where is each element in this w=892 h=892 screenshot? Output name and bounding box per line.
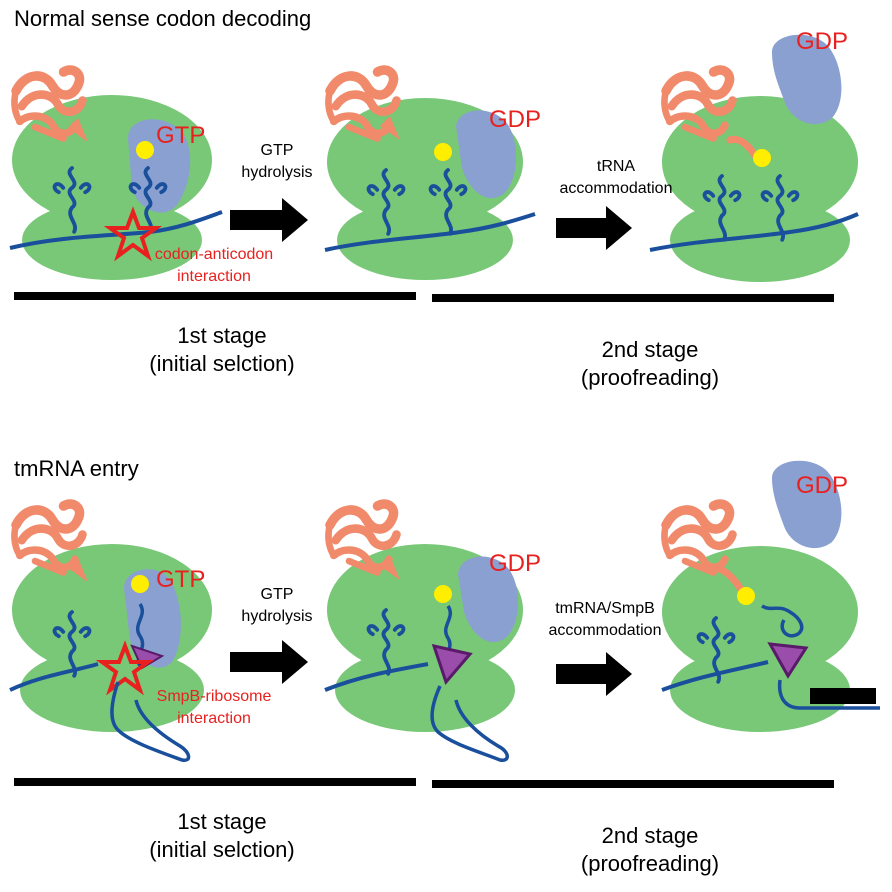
top-arrow1-icon bbox=[230, 198, 308, 242]
mrna-line bbox=[9, 662, 99, 692]
bottom-panel3-scene bbox=[661, 460, 880, 732]
stage2-line2: (proofreading) bbox=[580, 365, 720, 390]
bottom-panel3-factor-label: GDP bbox=[796, 472, 849, 499]
gtp-ball-icon bbox=[753, 149, 771, 167]
bottom-arrow1-icon bbox=[230, 640, 308, 684]
tmrna-loop bbox=[777, 679, 880, 710]
arrow2-line2: accommodation bbox=[548, 622, 662, 639]
tmrna-loop bbox=[110, 681, 191, 762]
top-arrow1-label: GTP hydrolysis bbox=[222, 140, 332, 184]
bottom-stage1-bar bbox=[14, 778, 416, 786]
top-panel2-factor-label: GDP bbox=[489, 106, 542, 133]
stage1-line1: 1st stage bbox=[177, 323, 267, 348]
mrna-line bbox=[661, 660, 769, 692]
smpb-icon bbox=[767, 642, 809, 679]
arrow2-line1: tmRNA/SmpB bbox=[555, 600, 655, 617]
tag-peptide-bar bbox=[810, 688, 876, 704]
stage1-line2: (initial selction) bbox=[149, 837, 295, 862]
ribosome-small-subunit bbox=[335, 648, 515, 732]
top-panel2-scene bbox=[324, 70, 536, 280]
tmrna-loop bbox=[430, 685, 509, 762]
gtp-ball-icon bbox=[737, 587, 755, 605]
bottom-panel2-scene bbox=[324, 504, 523, 762]
interaction-line1: codon-anticodon bbox=[154, 246, 274, 263]
bottom-stage2-label: 2nd stage (proofreading) bbox=[560, 822, 740, 878]
bottom-interaction-label: SmpB-ribosome interaction bbox=[150, 686, 278, 730]
peptide-stem bbox=[380, 116, 400, 140]
interaction-line1: SmpB-ribosome bbox=[156, 688, 272, 705]
mrna-line bbox=[324, 212, 536, 252]
interaction-line2: interaction bbox=[177, 710, 251, 727]
stage1-line2: (initial selction) bbox=[149, 351, 295, 376]
smpb-ribosome-star-icon bbox=[95, 640, 155, 696]
bottom-panel1-factor-label: GTP bbox=[156, 566, 206, 593]
stage2-line2: (proofreading) bbox=[580, 851, 720, 876]
interaction-line2: interaction bbox=[177, 268, 251, 285]
peptide-stem bbox=[68, 118, 88, 142]
gtp-ball-icon bbox=[131, 575, 149, 593]
ribosome-small-subunit bbox=[22, 200, 202, 280]
arrow1-line1: GTP bbox=[260, 142, 294, 159]
peptide-stem bbox=[380, 556, 400, 580]
arrow1-line2: hydrolysis bbox=[241, 608, 313, 625]
codon-anticodon-star-icon bbox=[103, 206, 163, 262]
top-panel1-factor-label: GTP bbox=[156, 122, 206, 149]
top-stage1-label: 1st stage (initial selction) bbox=[112, 322, 332, 378]
mrna-line bbox=[9, 210, 223, 250]
bottom-section-title: tmRNA entry bbox=[14, 456, 139, 481]
top-stage1-bar bbox=[14, 292, 416, 300]
mrna-line bbox=[324, 662, 429, 692]
top-stage2-label: 2nd stage (proofreading) bbox=[560, 336, 740, 392]
arrow1-line1: GTP bbox=[260, 586, 294, 603]
ef-tu-icon bbox=[772, 34, 842, 125]
arrow2-line1: tRNA bbox=[596, 158, 636, 175]
top-panel3-scene bbox=[649, 34, 859, 282]
bottom-arrow1-label: GTP hydrolysis bbox=[222, 584, 332, 628]
stage2-line1: 2nd stage bbox=[601, 823, 699, 848]
top-panel3-factor-label: GDP bbox=[796, 28, 849, 55]
top-arrow2-icon bbox=[556, 206, 632, 250]
stage2-line1: 2nd stage bbox=[601, 337, 699, 362]
arrow2-line2: accommodation bbox=[559, 180, 673, 197]
gtp-ball-icon bbox=[434, 585, 452, 603]
top-panel1-scene bbox=[9, 70, 223, 280]
tmrna-strand bbox=[761, 604, 804, 638]
bottom-stage1-label: 1st stage (initial selction) bbox=[112, 808, 332, 864]
bottom-panel2-factor-label: GDP bbox=[489, 550, 542, 577]
bottom-stage2-bar bbox=[432, 780, 834, 788]
bottom-panel1-scene bbox=[9, 504, 212, 762]
ribosome-small-subunit bbox=[337, 200, 513, 280]
bottom-arrow2-label: tmRNA/SmpB accommodation bbox=[520, 598, 690, 642]
peptide-stem bbox=[68, 558, 88, 582]
ribosome-large-subunit bbox=[662, 546, 858, 678]
stage1-line1: 1st stage bbox=[177, 809, 267, 834]
arrow1-line2: hydrolysis bbox=[241, 164, 313, 181]
gtp-ball-icon bbox=[136, 141, 154, 159]
top-section-title: Normal sense codon decoding bbox=[14, 6, 312, 31]
bottom-arrow2-icon bbox=[556, 652, 632, 696]
ef-tu-icon bbox=[456, 110, 517, 199]
top-arrow2-label: tRNA accommodation bbox=[546, 156, 686, 200]
ef-tu-icon bbox=[772, 460, 842, 549]
ef-tu-icon bbox=[458, 556, 519, 643]
smpb-icon bbox=[431, 643, 473, 685]
top-interaction-label: codon-anticodon interaction bbox=[150, 244, 278, 288]
ef-tu-icon bbox=[124, 569, 181, 668]
gtp-ball-icon bbox=[434, 143, 452, 161]
mrna-line bbox=[649, 212, 859, 252]
top-stage2-bar bbox=[432, 294, 834, 302]
